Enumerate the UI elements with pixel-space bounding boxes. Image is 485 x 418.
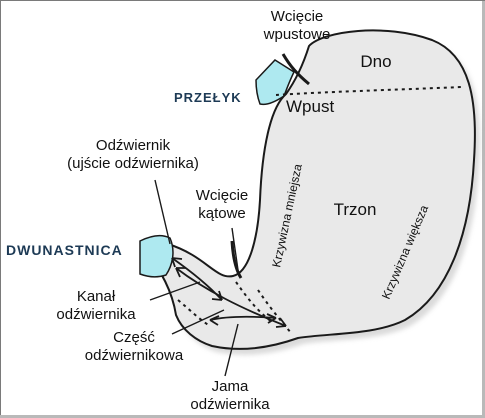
- pyloric-antrum-label-line2: odźwiernika: [190, 396, 270, 413]
- pyloric-antrum-label-line1: Jama: [212, 378, 249, 395]
- pyloric-divider-2: [177, 299, 211, 327]
- body-label: Trzon: [334, 200, 377, 219]
- duodenum-label: DWUNASTNICA: [6, 242, 123, 258]
- pyloric-part-label-line2: odźwiernikowa: [85, 347, 184, 364]
- stomach-outline: [148, 29, 476, 350]
- pyloric-canal-arrow: [171, 257, 223, 301]
- esophagus-label: PRZEŁYK: [174, 90, 242, 105]
- pyloric-canal-leader: [149, 281, 201, 301]
- angular-notch-label-line2: kątowe: [198, 205, 246, 222]
- angular-notch-label-line1: Wcięcie: [196, 187, 249, 204]
- pyloric-canal-label-line2: odźwiernika: [56, 306, 136, 323]
- pyloric-part-label-line1: Część: [113, 329, 155, 346]
- pyloric-antrum-arrow: [209, 313, 277, 326]
- pylorus-label-line2: (ujście odźwiernika): [67, 155, 199, 172]
- esophagus-stub: [255, 59, 295, 106]
- cardiac-notch-label-line1: Wcięcie: [271, 8, 324, 25]
- pyloric-divider-3: [257, 289, 293, 335]
- pyloric-part-leader: [171, 309, 225, 335]
- cardia-label: Wpust: [286, 97, 334, 116]
- angular-notch-leader: [231, 227, 239, 271]
- pyloric-canal-label-line1: Kanał: [77, 288, 116, 305]
- pylorus-leader: [154, 179, 171, 245]
- pyloric-antrum-leader: [224, 323, 239, 377]
- cardia-fundus-divider: [275, 86, 463, 96]
- pylorus-label-line1: Odźwiernik: [96, 137, 171, 154]
- cardiac-notch-line: [281, 53, 310, 86]
- duodenum-stub: [139, 234, 174, 278]
- fundus-label: Dno: [360, 52, 391, 71]
- cardiac-notch-label-line2: wpustowe: [263, 26, 331, 43]
- angular-notch-line: [230, 240, 243, 279]
